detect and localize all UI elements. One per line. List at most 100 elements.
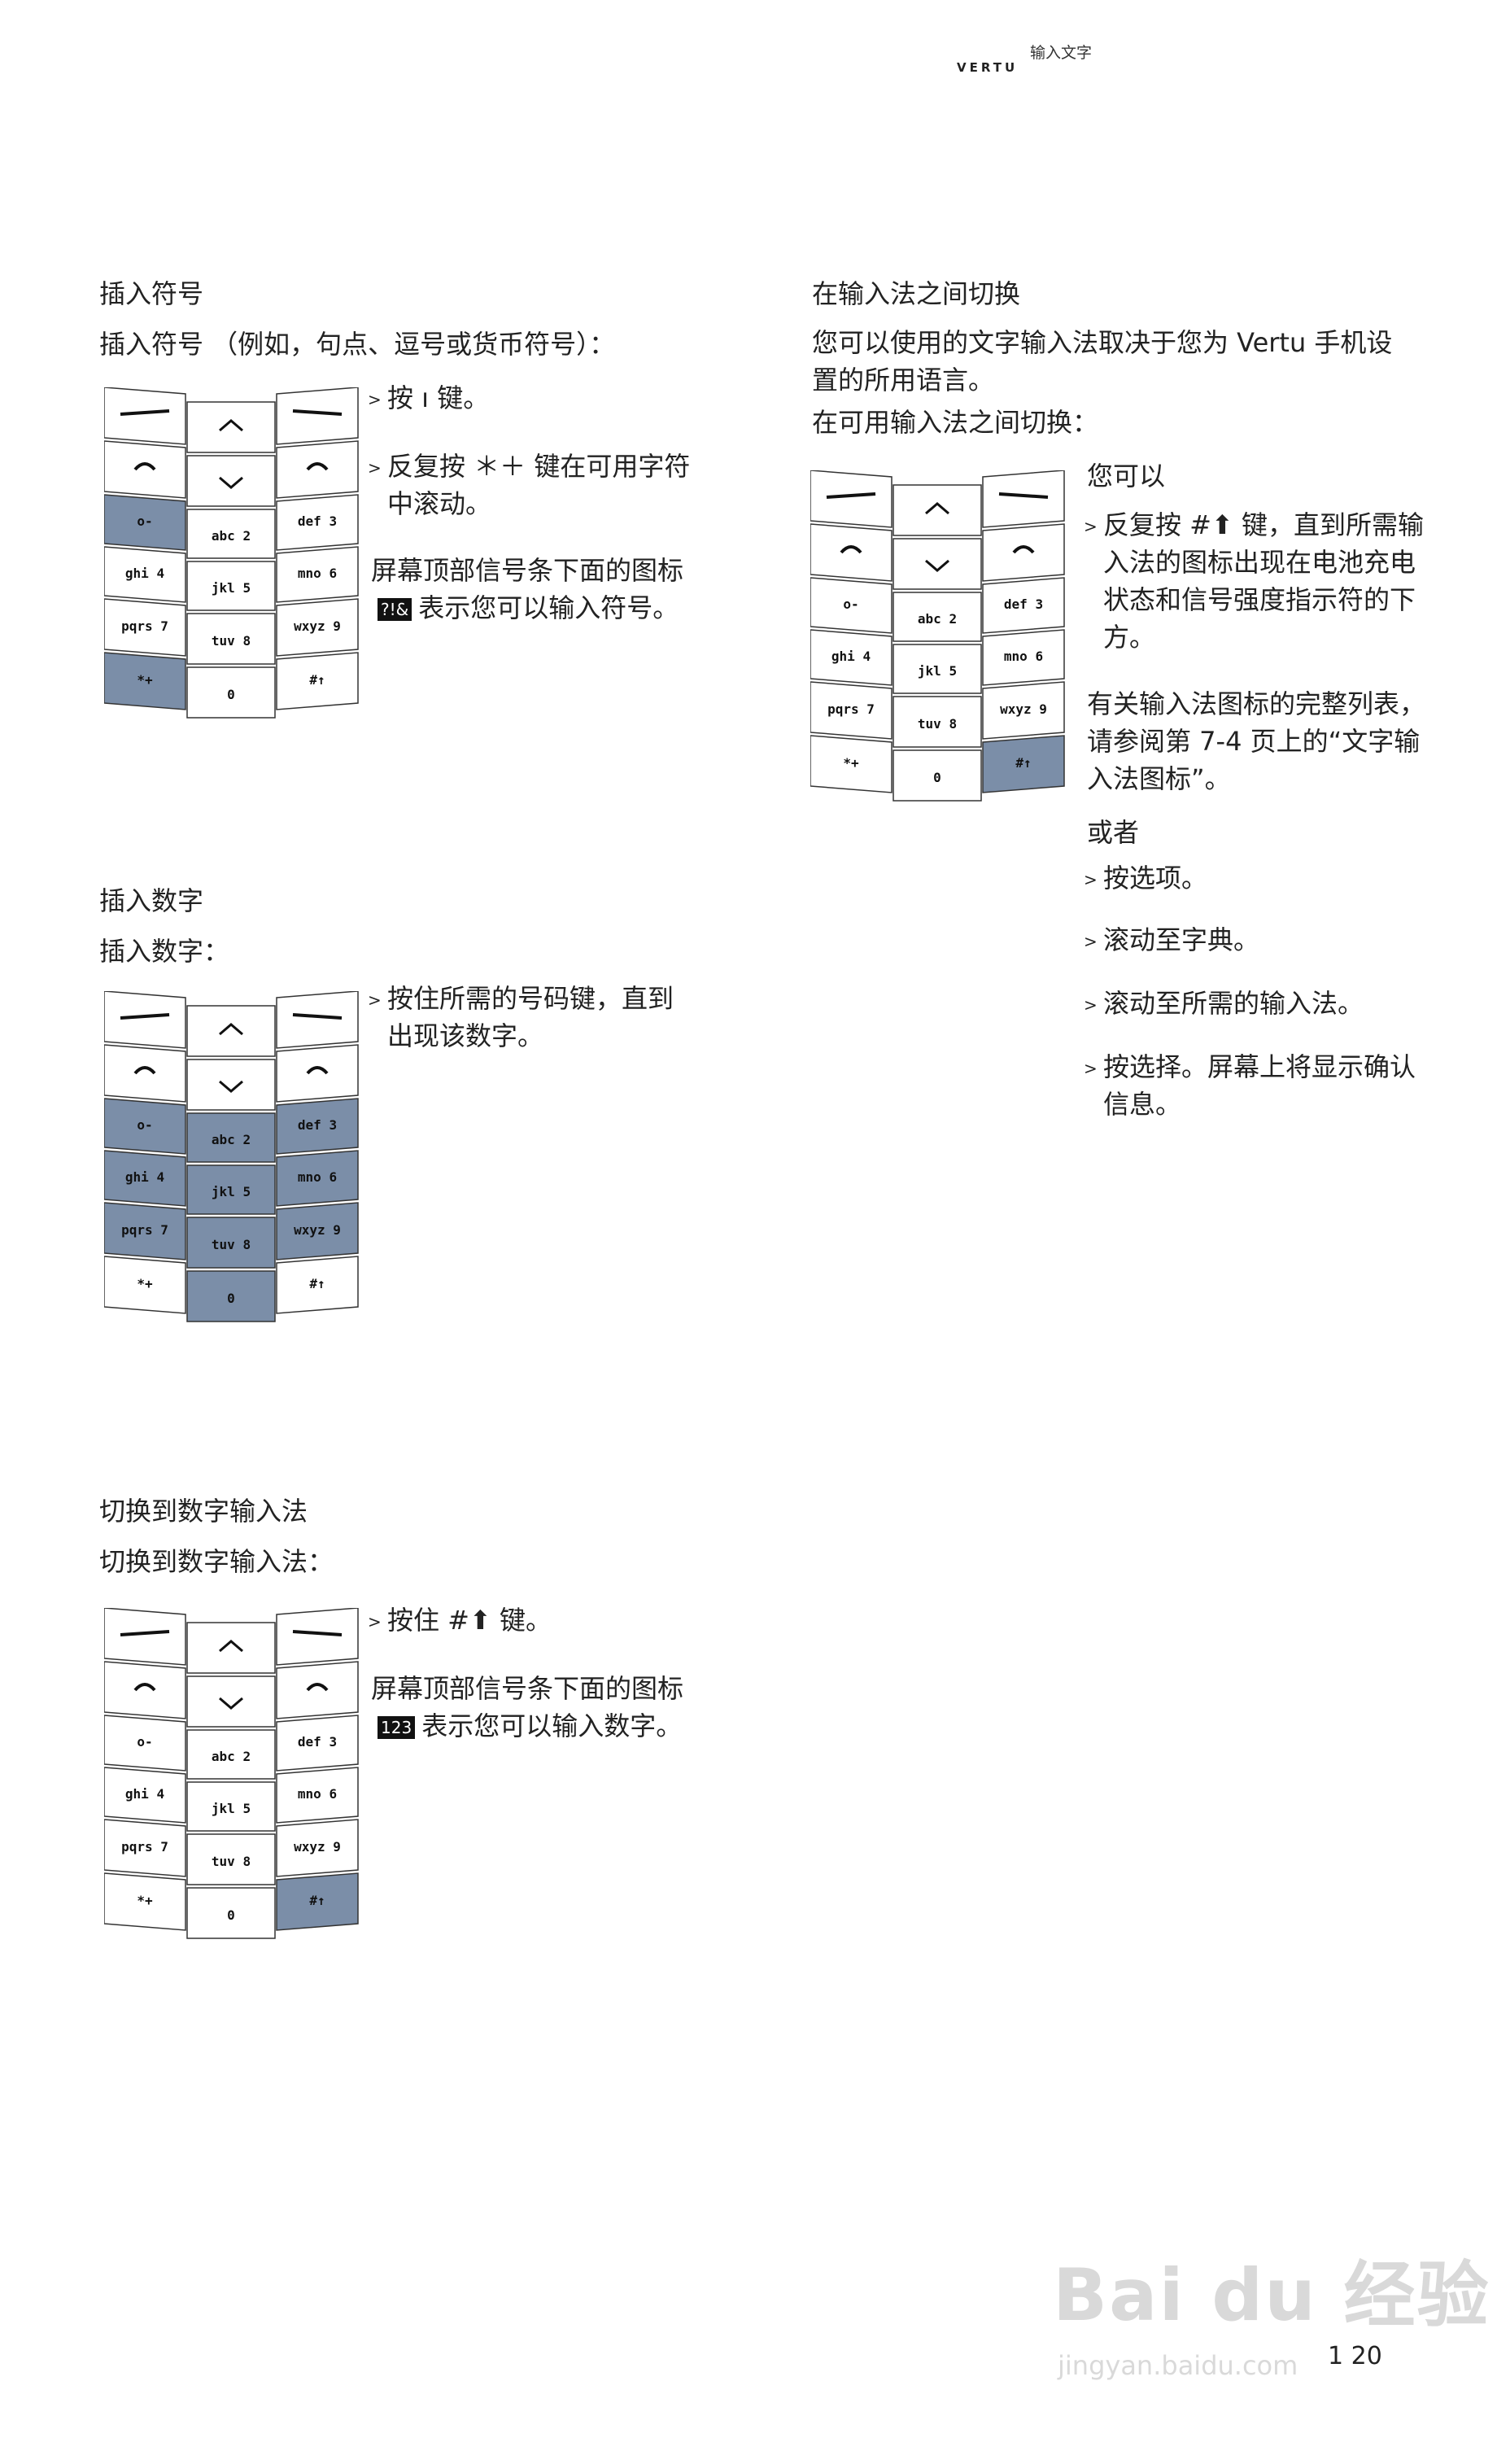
end-call-icon [1012,545,1035,554]
step-bullet-icon: > [368,990,382,1010]
keypad-key-label: jkl 5 [212,580,251,596]
symbol-mode-icon: ?!& [378,598,412,621]
keypad-key [276,1661,359,1719]
up-arrow-icon [219,419,243,432]
step-bullet-icon: > [368,458,382,478]
keypad-key-label: o- [137,1117,152,1133]
keypad-key [810,523,893,582]
keypad-key [104,1661,186,1719]
keypad-key [810,681,893,740]
symbols-heading: 插入符号 [99,278,204,309]
step-bullet-icon: > [368,1612,382,1632]
baidu-watermark-url: jingyan.baidu.com [1058,2350,1298,2381]
keypad-key [104,440,186,499]
keypad-key [276,1872,359,1931]
keypad-key [893,644,982,694]
call-icon [133,1066,156,1075]
numeric-mode-step-1: > 按住 #⬆ 键。 [368,1601,693,1639]
keypad-key-label: wxyz 9 [294,1222,341,1238]
keypad-key [276,1715,359,1772]
keypad-key [186,1164,276,1215]
keypad-key [276,494,359,551]
keypad-key-label: #↑ [309,1276,325,1291]
keypad-key-label: pqrs 7 [121,1222,168,1238]
down-arrow-icon [925,559,949,572]
keypad-key [276,1098,359,1155]
step-bullet-icon: > [1084,932,1098,951]
keypad-key-label: jkl 5 [212,1184,251,1199]
keypad-key [276,652,359,710]
keypad-key [810,629,893,686]
keypad-key-label: 0 [227,1907,235,1923]
call-icon [133,1683,156,1692]
keypad-key-label: mno 6 [1004,649,1043,664]
keypad-key [276,1202,359,1260]
keypad-key-label: pqrs 7 [121,618,168,634]
keypad-key [104,387,186,445]
end-call-icon [306,462,329,471]
keypad-key-label: tuv 8 [212,633,251,649]
keypad-key [104,1872,186,1931]
keypad-key-label: mno 6 [298,566,337,581]
keypad-key [893,538,982,590]
keypad-key-label: #↑ [309,672,325,688]
keypad-key [893,696,982,748]
switch-step-b: > 滚动至字典。 [1084,921,1434,959]
keypad-key [982,577,1065,634]
switch-you-can: 您可以 [1087,461,1166,491]
soft-key-icon [120,1630,170,1636]
keypad-key [982,681,1065,740]
keypad-key-label: def 3 [298,513,337,529]
keypad-key [104,1098,186,1155]
keypad-key-label: pqrs 7 [827,701,875,717]
switch-note: 有关输入法图标的完整列表，请参阅第 7-4 页上的“文字输入法图标”。 [1087,688,1426,794]
keypad-key [186,1112,276,1163]
keypad-key-label: *+ [137,672,153,688]
step-bullet-icon: > [1084,1059,1098,1078]
switch-step-c: > 滚动至所需的输入法。 [1084,985,1434,1022]
keypad-key [276,440,359,499]
keypad-key [104,652,186,710]
keypad-key-label: abc 2 [212,1132,251,1147]
keypad-key [104,1202,186,1260]
keypad-key [276,991,359,1049]
keypad-key [104,1767,186,1824]
keypad-key [982,735,1065,793]
keypad-key [186,1622,276,1674]
keypad-key [982,523,1065,582]
keypad-key [104,598,186,657]
down-arrow-icon [219,476,243,489]
keypad-key [276,1044,359,1103]
keypad-key-label: o- [843,596,858,612]
soft-key-icon [826,492,876,499]
keypad-key [186,509,276,559]
step-bullet-icon: > [1084,517,1098,536]
symbols-step-1: > 按 ı 键。 [368,379,693,417]
keypad-key [276,598,359,657]
keypad-key [276,1150,359,1207]
keypad-key [104,1819,186,1877]
keypad-key [186,666,276,719]
keypad-key [276,1767,359,1824]
keypad-key-label: 0 [227,687,235,702]
keypad-key-label: mno 6 [298,1169,337,1185]
keypad-key [276,1608,359,1666]
keypad-key-label: ghi 4 [831,649,871,664]
keypad-key [104,991,186,1049]
switch-intro: 您可以使用的文字输入法取决于您为 Vertu 手机设置的所用语言。 [812,327,1393,395]
soft-key-icon [120,1013,170,1020]
soft-key-icon [292,1013,343,1020]
keypad-key [104,1256,186,1314]
keypad-key [104,546,186,603]
up-arrow-icon [219,1640,243,1653]
keypad-key [893,484,982,536]
keypad-key-label: tuv 8 [212,1854,251,1869]
keypad-key [276,1819,359,1877]
keypad-key-label: jkl 5 [918,663,957,679]
keypad-key-label: wxyz 9 [294,618,341,634]
